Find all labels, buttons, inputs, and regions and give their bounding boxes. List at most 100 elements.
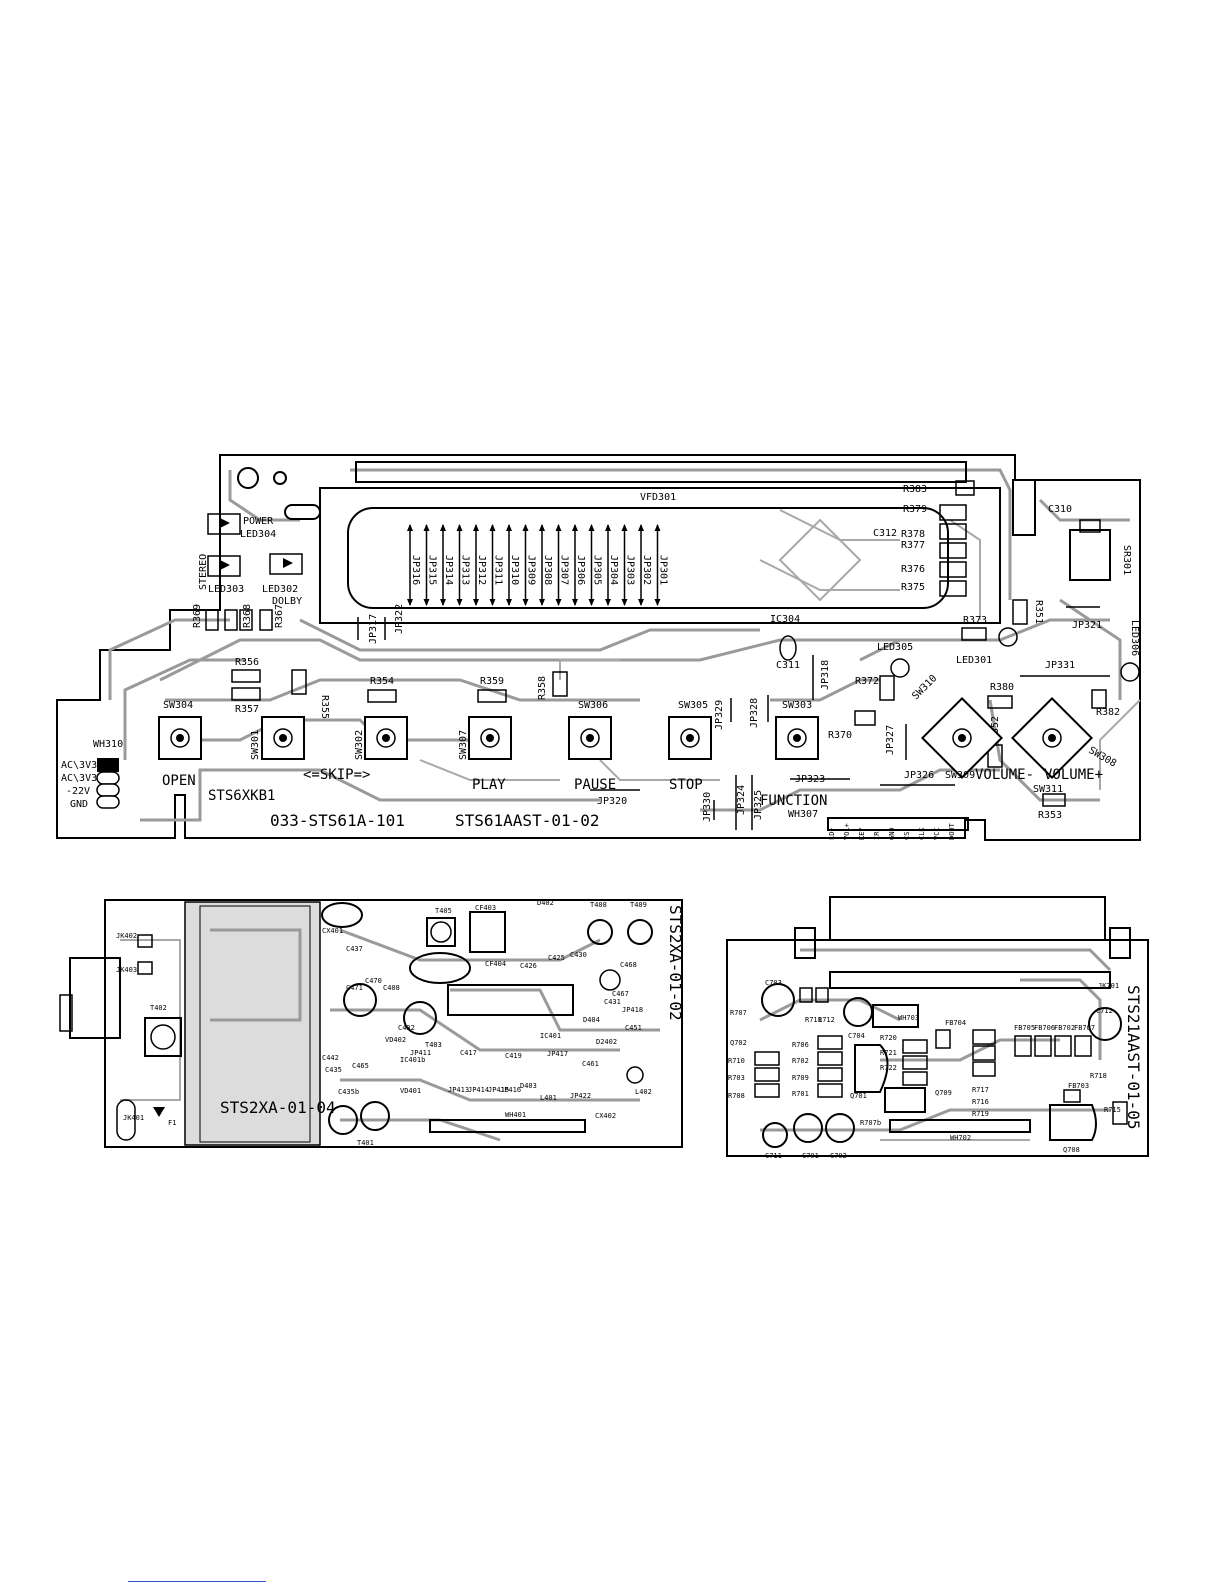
board2-label-26: D2402 bbox=[596, 1038, 617, 1046]
board2-label-12: D402 bbox=[537, 899, 554, 907]
board2-label-43: VD401 bbox=[400, 1087, 421, 1095]
board3-label-2: C703 bbox=[765, 979, 782, 987]
jp320-label: JP320 bbox=[597, 796, 627, 807]
board3-label-24: Q701 bbox=[850, 1092, 867, 1100]
jumper-arrow-bottom bbox=[621, 599, 628, 606]
board2-label-32: C465 bbox=[352, 1062, 369, 1070]
jumper-arrow-bottom bbox=[572, 599, 578, 606]
btn-function-label: FUNCTION bbox=[760, 793, 827, 809]
jumper-jp308-label: JP308 bbox=[542, 555, 553, 585]
sr301-body bbox=[1069, 529, 1111, 581]
board3-label-13: Q702 bbox=[730, 1039, 747, 1047]
jp322-label: JP322 bbox=[394, 604, 405, 634]
board2-label-50: CX402 bbox=[595, 1112, 616, 1120]
c311-body bbox=[779, 635, 797, 661]
r375-label: R375 bbox=[901, 582, 925, 593]
jp330-label: JP330 bbox=[702, 792, 713, 822]
jumper-arrow-top bbox=[539, 524, 545, 531]
wh307-pin-5: GND bbox=[888, 827, 896, 840]
jumper-arrow-bottom bbox=[638, 599, 644, 606]
board2-label-31: C442 bbox=[322, 1054, 339, 1062]
board3-label-14: R710 bbox=[728, 1057, 745, 1065]
jumper-arrow-bottom bbox=[654, 599, 661, 606]
btn-open-label: OPEN bbox=[162, 773, 196, 789]
wh310-pin-2: AC\3V3 bbox=[61, 773, 97, 784]
dolby-label: DOLBY bbox=[272, 596, 302, 607]
r353-label: R353 bbox=[1038, 810, 1062, 821]
jack-body bbox=[69, 957, 121, 1039]
r355-label: R355 bbox=[319, 695, 330, 719]
board2-label-27: C461 bbox=[582, 1060, 599, 1068]
board3-label-17: R706 bbox=[792, 1041, 809, 1049]
jumper-arrow-top bbox=[473, 524, 479, 531]
board2-label-37: JP416 bbox=[500, 1086, 521, 1094]
sw304-label: SW304 bbox=[163, 700, 193, 711]
jp326-label: JP326 bbox=[904, 770, 934, 781]
switch-center bbox=[486, 734, 494, 742]
board3-label-15: R703 bbox=[728, 1074, 745, 1082]
board2-label-28: C417 bbox=[460, 1049, 477, 1057]
mount-hole-2 bbox=[273, 471, 287, 485]
wh307-label: WH307 bbox=[788, 809, 818, 820]
board3-label-12: C712 bbox=[1096, 1007, 1113, 1015]
wh310-label: WH310 bbox=[93, 739, 123, 750]
board3-top-tab bbox=[829, 896, 1106, 941]
jumper-arrow-bottom bbox=[588, 599, 595, 606]
rotary-center bbox=[958, 734, 966, 742]
btn-pause-label: PAUSE bbox=[574, 777, 616, 793]
board2-label-40: C432 bbox=[398, 1024, 415, 1032]
jumper-arrow-top bbox=[456, 524, 463, 531]
sw303-label: SW303 bbox=[782, 700, 812, 711]
jumper-arrow-top bbox=[407, 524, 413, 531]
board2-label-48: D403 bbox=[520, 1082, 537, 1090]
resistor-row-left bbox=[205, 609, 273, 631]
jumper-jp302-label: JP302 bbox=[641, 555, 652, 585]
board2-label-51: WH401 bbox=[505, 1111, 526, 1119]
jumper-arrow-bottom bbox=[440, 599, 446, 606]
led303-icon bbox=[220, 560, 230, 570]
board3-label-34: C711 bbox=[765, 1152, 782, 1160]
led305-label: LED305 bbox=[877, 642, 913, 653]
sw302-label: SW302 bbox=[354, 730, 365, 760]
board2-label-38: VD402 bbox=[385, 1036, 406, 1044]
jumper-arrow-bottom bbox=[489, 599, 496, 606]
switch-body bbox=[775, 716, 819, 760]
board3-label-6: WH703 bbox=[898, 1014, 919, 1022]
led302-icon bbox=[283, 558, 293, 568]
c310-label: C310 bbox=[1048, 504, 1072, 515]
jumper-jp311-label: JP311 bbox=[493, 555, 504, 585]
r376-label: R376 bbox=[901, 564, 925, 575]
wh307-pin-6: CS bbox=[903, 832, 911, 840]
power-label: POWER bbox=[243, 516, 274, 527]
board3-label-32: R718 bbox=[1090, 1072, 1107, 1080]
board3-label-19: R709 bbox=[792, 1074, 809, 1082]
jumper-arrow-bottom bbox=[605, 599, 611, 606]
r379-label: R379 bbox=[903, 504, 927, 515]
jumper-arrow-top bbox=[588, 524, 595, 531]
sr301-label: SR301 bbox=[1121, 545, 1132, 575]
board2-label-9: C408 bbox=[383, 984, 400, 992]
jumper-arrow-top bbox=[440, 524, 446, 531]
board2-label-22: C431 bbox=[604, 998, 621, 1006]
sw305-label: SW305 bbox=[678, 700, 708, 711]
board2-label-16: C426 bbox=[520, 962, 537, 970]
board3-label-4: R712 bbox=[818, 1016, 835, 1024]
c311-label: C311 bbox=[776, 660, 800, 671]
led301-icon bbox=[998, 627, 1018, 647]
led302-label: LED302 bbox=[262, 584, 298, 595]
ic304-label: IC304 bbox=[770, 614, 800, 625]
jumper-jp309-label: JP309 bbox=[526, 555, 537, 585]
board2-label-10: T405 bbox=[435, 907, 452, 915]
r378-label: R378 bbox=[901, 529, 925, 540]
r357-label: R357 bbox=[235, 704, 259, 715]
sw306-label: SW306 bbox=[578, 700, 608, 711]
jumper-jp304-label: JP304 bbox=[608, 555, 619, 585]
jumper-arrow-top bbox=[572, 524, 578, 531]
led306-label: LED306 bbox=[1129, 620, 1140, 656]
switch-center bbox=[793, 734, 801, 742]
board3-label-28: R716 bbox=[972, 1098, 989, 1106]
